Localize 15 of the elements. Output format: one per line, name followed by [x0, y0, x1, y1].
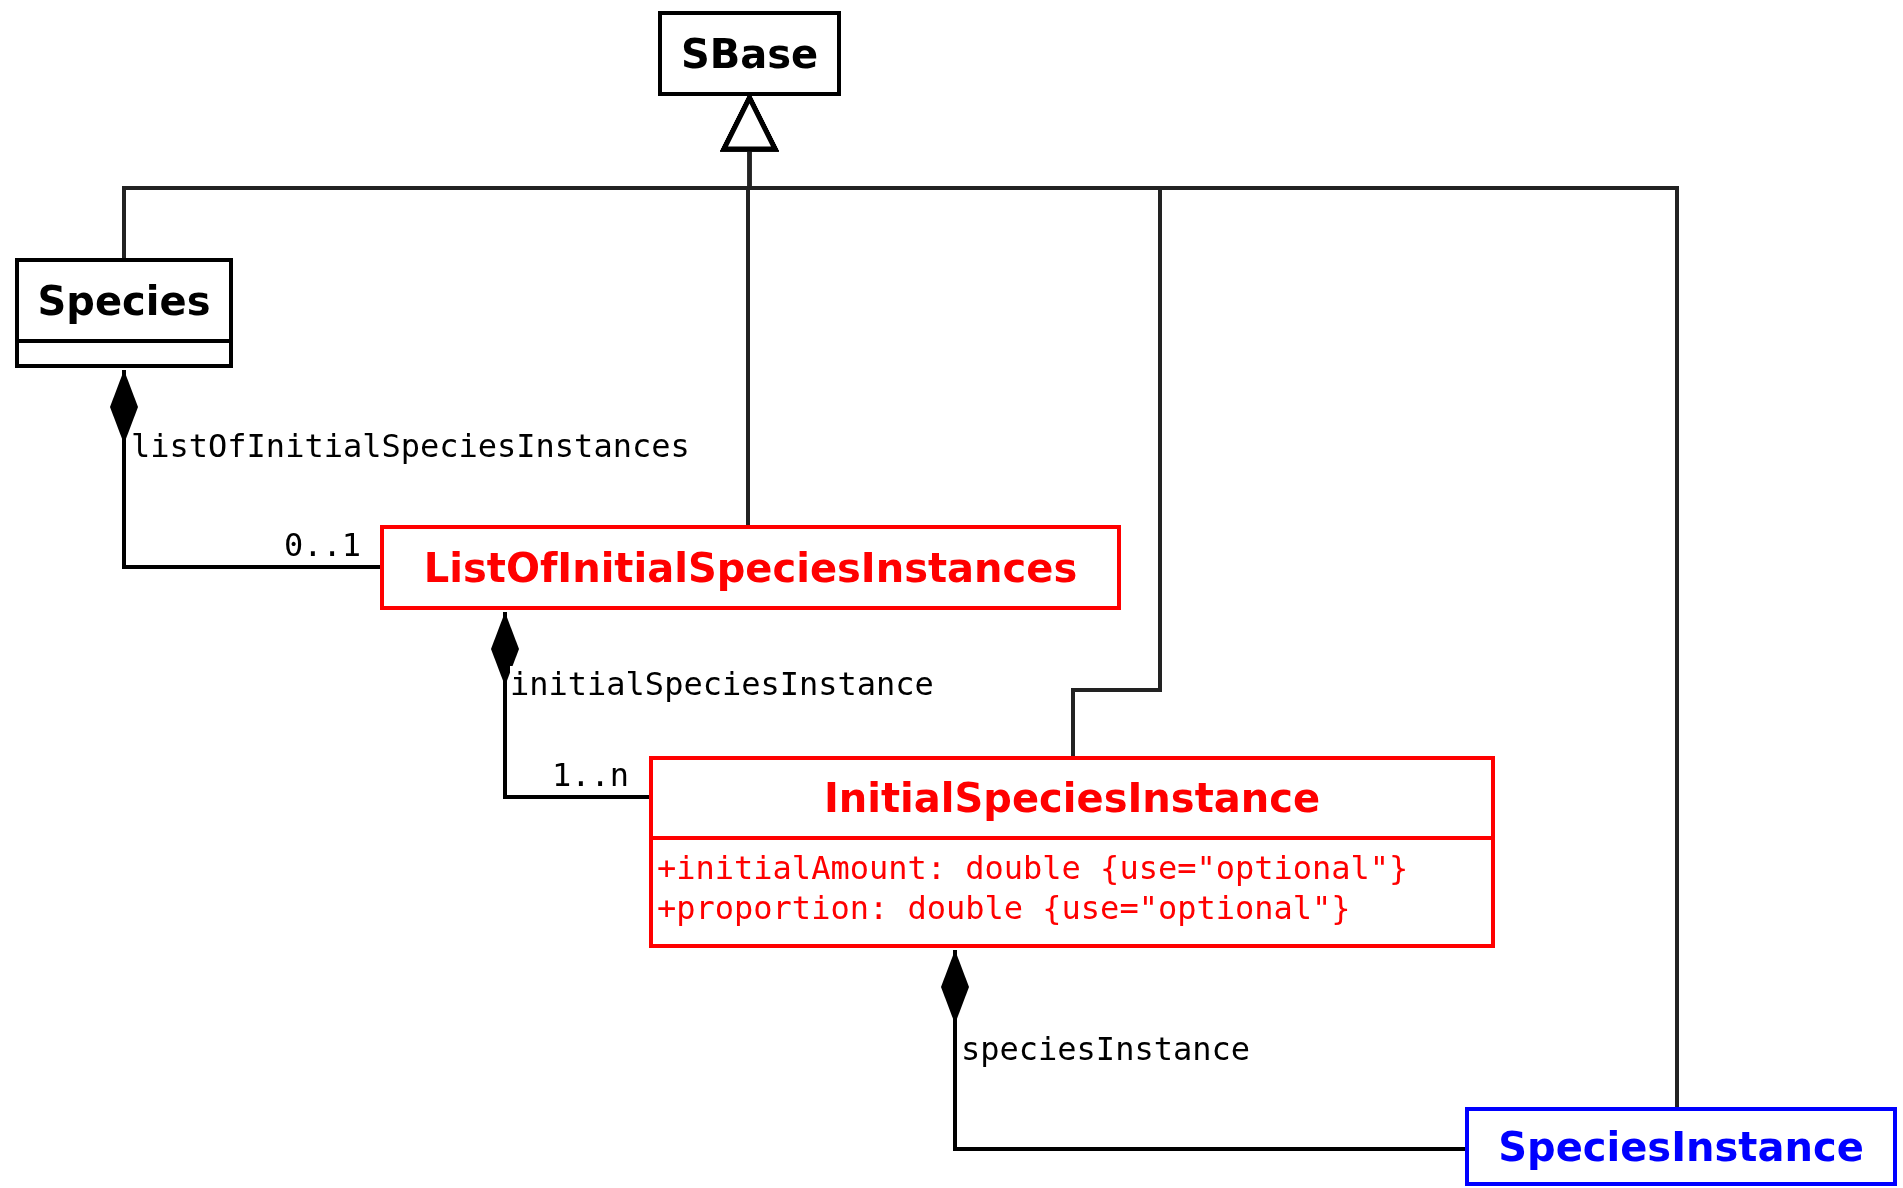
multiplicity-label: 0..1	[284, 527, 362, 563]
composition-connector	[110, 370, 380, 569]
composition-connector	[941, 950, 1465, 1151]
class-box	[1465, 1107, 1897, 1186]
generalization-connector	[721, 95, 1679, 1107]
class-name: SBase	[680, 33, 819, 74]
class-box	[658, 11, 841, 96]
class-box	[15, 258, 233, 368]
class-box	[380, 525, 1121, 610]
composition-connector	[491, 612, 649, 799]
multiplicity-label: 1..n	[552, 757, 630, 793]
attribute-text: +proportion: double {use="optional"}	[657, 888, 1352, 928]
attribute-text: +initialAmount: double {use="optional"}	[657, 848, 1410, 888]
class-box	[649, 756, 1495, 948]
edge-label: initialSpeciesInstance	[510, 666, 934, 702]
